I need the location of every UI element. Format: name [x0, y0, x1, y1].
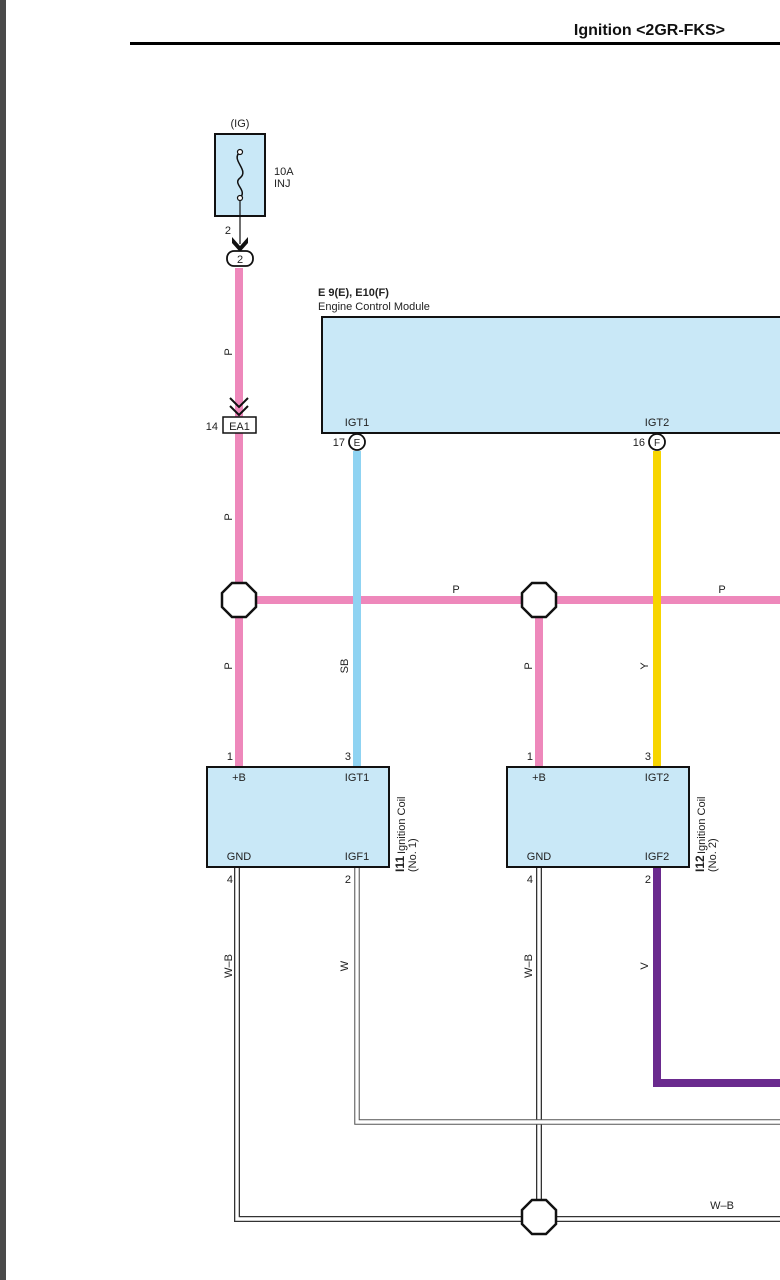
junction-ground-splice [520, 1198, 558, 1236]
wire-label-w: W [339, 960, 351, 971]
page-title: Ignition <2GR-FKS> [573, 22, 725, 39]
wire-label-wb1: W–B [223, 954, 235, 978]
coil1-pin-gnd: 4 [227, 874, 233, 886]
fuse-element-icon [236, 151, 244, 199]
wire-label-p4: P [523, 662, 535, 669]
ecm-igt2-connector: F [654, 438, 660, 449]
wire-labels: P P P P P P SB Y W–B W W–B V W–B [223, 348, 734, 1212]
wire-wb-coil1 [234, 868, 780, 1222]
wire-label-v: V [639, 962, 651, 970]
connector-arrow-icon [232, 237, 248, 252]
fuse-rating: 10A [274, 166, 294, 178]
coil1-code: I11 [393, 856, 407, 872]
coil2-pin-gnd: 4 [527, 874, 533, 886]
junction-splice-1 [220, 581, 258, 619]
fuse-connector-pin: 2 [237, 254, 243, 266]
double-chevron-icon [229, 397, 249, 417]
wire-label-p-h1: P [452, 584, 459, 596]
fuse-pin: 2 [225, 225, 231, 237]
ecm-igt2-pin: 16 [633, 437, 645, 449]
ecm-igt2-label: IGT2 [645, 417, 669, 429]
wire-label-p1: P [223, 348, 235, 355]
coil2-pin-igt: 3 [645, 751, 651, 763]
junction-splice-2 [520, 581, 558, 619]
engine-control-module: E 9(E), E10(F) Engine Control Module IGT… [318, 287, 780, 451]
ecm-igt1-connector: E [354, 438, 361, 449]
coil2-igf-label: IGF2 [645, 851, 669, 863]
coil1-name: Ignition Coil [396, 797, 408, 854]
wire-label-p2: P [223, 513, 235, 520]
wire-label-p-h2: P [718, 584, 725, 596]
coil1-number: (No. 1) [407, 838, 419, 872]
wire-label-wb2: W–B [523, 954, 535, 978]
wire-label-wb3: W–B [710, 1200, 734, 1212]
ground-wires [234, 868, 780, 1222]
coil2-igt-label: IGT2 [645, 772, 669, 784]
coil1-pin-b: 1 [227, 751, 233, 763]
coil2-gnd-label: GND [527, 851, 552, 863]
fuse-inj: (IG) 10A INJ 2 2 [214, 118, 294, 267]
coil1-pin-igf: 2 [345, 874, 351, 886]
coil1-gnd-label: GND [227, 851, 252, 863]
coil2-pin-igf: 2 [645, 874, 651, 886]
header-divider [130, 42, 780, 45]
ecm-igt1-pin: 17 [333, 437, 345, 449]
coil2-name: Ignition Coil [696, 797, 708, 854]
connector-ea1-label: EA1 [229, 421, 250, 433]
connector-ea1: EA1 14 [206, 397, 257, 434]
coil1-igf-label: IGF1 [345, 851, 369, 863]
coil2-code: I12 [693, 855, 707, 872]
connector-ea1-pin: 14 [206, 421, 218, 433]
ignition-coil-2: 1 3 +B IGT2 GND IGF2 4 2 I12 Ignition Co… [506, 751, 719, 886]
coil1-pin-igt: 3 [345, 751, 351, 763]
coil1-b-label: +B [232, 772, 246, 784]
coil2-b-label: +B [532, 772, 546, 784]
coil1-igt-label: IGT1 [345, 772, 369, 784]
wire-w-igf1 [354, 868, 780, 1125]
wire-label-y: Y [639, 662, 651, 670]
coil2-pin-b: 1 [527, 751, 533, 763]
ecm-title: E 9(E), E10(F) [318, 287, 389, 299]
coil2-number: (No. 2) [707, 838, 719, 872]
fuse-power-source: (IG) [231, 118, 250, 130]
fuse-name: INJ [274, 178, 291, 190]
wire-label-p3: P [223, 662, 235, 669]
page-edge-bar [0, 0, 6, 1280]
wire-label-sb: SB [339, 659, 351, 674]
ecm-name: Engine Control Module [318, 301, 430, 313]
ecm-igt1-label: IGT1 [345, 417, 369, 429]
ignition-coil-1: 1 3 +B IGT1 GND IGF1 4 2 I11 Ignition Co… [206, 751, 419, 886]
wire-v-igf2 [653, 868, 780, 1087]
